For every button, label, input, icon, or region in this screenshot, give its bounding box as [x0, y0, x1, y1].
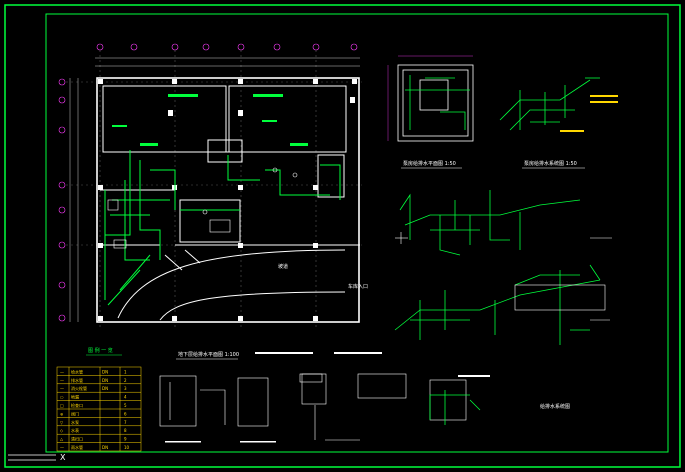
- legend-cell-n: 8: [124, 428, 127, 433]
- legend-cell-name: 水表: [71, 427, 79, 433]
- legend-cell-n: 2: [124, 378, 127, 383]
- legend-cell-sym: □: [60, 403, 64, 408]
- system-diagram-lower-pipes: [394, 264, 601, 345]
- corner-origin-mark: X: [8, 453, 66, 462]
- pump-room-plan-detail[interactable]: 泵房给排水平面图 1:50: [387, 55, 474, 169]
- legend-cell-sym: —: [60, 369, 64, 374]
- system-diagram-lower-frames: [514, 284, 610, 321]
- legend-cell-spec: DN: [102, 386, 108, 391]
- legend-table-grid: [56, 366, 142, 452]
- fixture-symbols: [107, 167, 298, 249]
- legend-cell-name: 水泵: [71, 419, 79, 425]
- system-diagram-title: 给排水系统图: [540, 403, 570, 410]
- legend-cell-spec: DN: [102, 445, 108, 450]
- interior-walls: [100, 85, 360, 246]
- room-label-bars: [112, 94, 308, 146]
- legend-cell-sym: ▽: [60, 420, 64, 425]
- exterior-walls: [96, 77, 360, 323]
- legend-cell-sym: △: [60, 437, 64, 442]
- legend-cell-name: 检查口: [71, 402, 83, 408]
- legend-cell-n: 7: [124, 420, 127, 425]
- pump-room-plan-pipes: [405, 75, 470, 130]
- water-system-diagram-lower[interactable]: [394, 264, 610, 345]
- plan-title: 地下层给排水平面图 1:100: [178, 351, 239, 358]
- pump-room-system-annotations: [560, 95, 618, 132]
- detail-pipes: [429, 390, 481, 425]
- legend-cell-name: 清扫口: [71, 436, 83, 442]
- legend-cell-name: 雨水管: [71, 444, 83, 450]
- legend-cell-name: 地漏: [71, 394, 79, 400]
- legend-cell-n: 10: [124, 445, 130, 450]
- pump-room-system-title: 泵房给排水系统图 1:50: [524, 160, 577, 167]
- legend-table-title: 图 例 一 览: [88, 347, 113, 354]
- corner-mark-label: X: [60, 453, 66, 462]
- legend-cell-sym: —: [60, 386, 64, 391]
- legend-cell-name: 消火栓管: [71, 385, 87, 391]
- system-diagram-upper-pipes: [399, 190, 581, 256]
- legend-table[interactable]: 图 例 一 览 — 给水管 DN 1 — 排水管 DN 2 — 消火栓管 DN 3 ○ 地漏 4 □ 检查口 5 ⊕…: [56, 347, 142, 452]
- legend-cell-spec: DN: [102, 378, 108, 383]
- legend-cell-n: 9: [124, 437, 127, 442]
- pump-room-plan-walls: [397, 64, 474, 142]
- ramp-label: 坡道: [278, 263, 288, 270]
- water-system-diagram-upper[interactable]: [395, 190, 612, 256]
- legend-table-rows: — 给水管 DN 1 — 排水管 DN 2 — 消火栓管 DN 3 ○ 地漏 4 □ 检查口 5 ⊕ 阀门 6 ▽ 水泵 7 ◇…: [60, 368, 130, 450]
- legend-cell-name: 给水管: [71, 368, 83, 374]
- legend-cell-n: 1: [124, 369, 127, 374]
- water-pipes: [104, 150, 341, 306]
- legend-cell-sym: —: [60, 378, 64, 383]
- legend-cell-name: 阀门: [71, 410, 79, 416]
- legend-cell-sym: ○: [60, 395, 64, 400]
- entrance-label: 车库入口: [348, 283, 368, 290]
- parking-ramp: [117, 249, 346, 321]
- legend-cell-name: 排水管: [71, 377, 83, 383]
- main-floor-plan[interactable]: 坡道 车库入口: [58, 43, 368, 360]
- pump-room-system-pipes: [499, 77, 600, 131]
- pump-room-system-detail[interactable]: 泵房给排水系统图 1:50: [499, 77, 618, 169]
- detail-sections: [159, 373, 467, 441]
- sheet-outer-border: [4, 4, 681, 468]
- legend-cell-spec: DN: [102, 369, 108, 374]
- system-diagram-upper-marks: [395, 232, 612, 244]
- legend-cell-sym: ⊕: [60, 411, 63, 416]
- legend-cell-sym: ◇: [60, 428, 64, 433]
- legend-cell-n: 3: [124, 386, 127, 391]
- pump-room-plan-title: 泵房给排水平面图 1:50: [403, 160, 456, 167]
- legend-cell-n: 6: [124, 411, 127, 416]
- sheet-inner-border: [45, 13, 669, 453]
- legend-cell-sym: —: [60, 445, 64, 450]
- detail-underlines: [165, 352, 490, 443]
- bottom-details[interactable]: 给排水系统图: [159, 352, 570, 443]
- legend-cell-n: 5: [124, 403, 127, 408]
- dimension-lines: [69, 57, 360, 322]
- pump-room-plan-dimensions: [387, 55, 473, 141]
- legend-cell-n: 4: [124, 395, 127, 400]
